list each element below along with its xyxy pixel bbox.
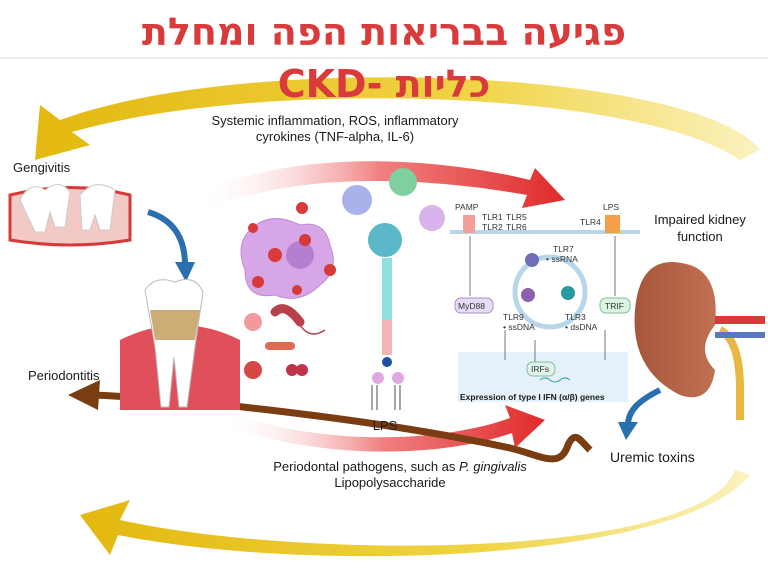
periodontitis-tooth-illustration <box>120 279 240 410</box>
svg-text:TLR6: TLR6 <box>506 222 527 232</box>
svg-text:PAMP: PAMP <box>455 202 479 212</box>
svg-text:TRIF: TRIF <box>605 301 624 311</box>
svg-text:LPS: LPS <box>603 202 619 212</box>
title-line2: כליות -CKD <box>277 62 491 106</box>
top-red-arrow <box>195 161 565 210</box>
svg-text:TLR1: TLR1 <box>482 212 503 222</box>
uremic-toxins-label: Uremic toxins <box>610 449 695 465</box>
kidney-illustration <box>634 262 765 420</box>
tlr-pathway: PAMP TLR1 TLR5 TLR2 TLR6 LPS TLR4 TLR7 •… <box>450 202 640 402</box>
title-line1: פגיעה בבריאות הפה ומחלת <box>141 10 627 54</box>
periodontitis-label: Periodontitis <box>28 368 100 383</box>
blue-arrow-gingivitis <box>147 209 188 266</box>
lipopolysaccharide-text: Lipopolysaccharide <box>334 475 445 490</box>
gengivitis-label: Gengivitis <box>13 160 71 175</box>
svg-text:IRFs: IRFs <box>531 364 549 374</box>
brown-arrowhead <box>68 380 100 410</box>
gingivitis-teeth-illustration <box>8 184 132 247</box>
blue-arrowhead <box>175 262 195 282</box>
svg-text:TLR5: TLR5 <box>506 212 527 222</box>
kidney-label-line2: function <box>677 229 723 244</box>
svg-text:TLR4: TLR4 <box>580 217 601 227</box>
svg-text:• dsDNA: • dsDNA <box>565 322 598 332</box>
svg-text:TLR7: TLR7 <box>553 244 574 254</box>
systemic-text-line2: cyrokines (TNF-alpha, IL-6) <box>256 129 414 144</box>
immune-cells-illustration <box>240 168 445 410</box>
svg-text:TLR3: TLR3 <box>565 312 586 322</box>
svg-text:TLR2: TLR2 <box>482 222 503 232</box>
svg-text:TLR9: TLR9 <box>503 312 524 322</box>
blue-arrow-kidney <box>625 387 662 426</box>
lps-label: LPS <box>373 418 398 433</box>
svg-text:MyD88: MyD88 <box>458 301 485 311</box>
bottom-yellow-arrow <box>80 470 750 557</box>
systemic-text-line1: Systemic inflammation, ROS, inflammatory <box>211 113 459 128</box>
kidney-label-line1: Impaired kidney <box>654 212 746 227</box>
svg-text:• ssDNA: • ssDNA <box>503 322 535 332</box>
top-yellow-arrow <box>35 77 760 160</box>
blue-arrowhead <box>618 422 638 440</box>
svg-text:Expression of type I IFN (α/β): Expression of type I IFN (α/β) genes <box>460 392 605 402</box>
pathogens-text: Periodontal pathogens, such as P. gingiv… <box>273 459 527 474</box>
svg-text:• ssRNA: • ssRNA <box>546 254 578 264</box>
